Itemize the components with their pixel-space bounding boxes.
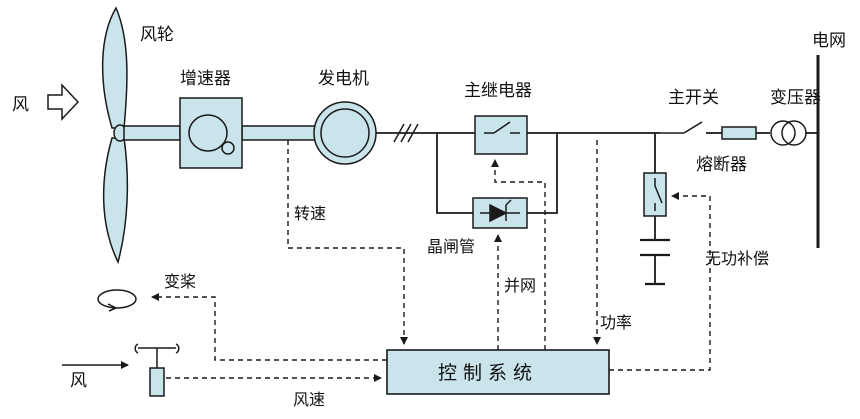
- compensation-switch: [643, 172, 667, 217]
- control-system-label: 控制系统: [438, 362, 538, 384]
- wind-rotor: [101, 6, 129, 265]
- main-relay: [474, 115, 528, 155]
- transformer: [770, 120, 807, 146]
- generator: [313, 101, 377, 165]
- speed-signal: [287, 140, 408, 345]
- power-line: [376, 132, 818, 284]
- compensation-capacitor: [640, 238, 670, 286]
- wind-rotor-label: 风轮: [140, 25, 174, 45]
- main-shaft: [123, 125, 181, 141]
- generator-label: 发电机: [318, 69, 369, 89]
- reactive-compensation-label: 无功补偿: [705, 249, 769, 268]
- transformer-label: 变压器: [770, 88, 821, 108]
- grid-label: 电网: [812, 31, 846, 51]
- signal-lines: [151, 140, 711, 382]
- grid-connect-to-relay: [491, 159, 546, 350]
- thyristor: [472, 197, 528, 229]
- fuse-label: 熔断器: [696, 155, 747, 175]
- pitch-signal: [151, 293, 387, 361]
- pitch-actuator-icon: [97, 289, 137, 312]
- control-system-box: [386, 349, 610, 395]
- thyristor-label: 晶闸管: [427, 237, 475, 256]
- wind-input-arrow: [47, 83, 80, 121]
- speed-label: 转速: [294, 204, 326, 223]
- high-speed-shaft: [241, 125, 317, 141]
- pitch-label: 变桨: [164, 272, 196, 291]
- power-label: 功率: [600, 313, 632, 332]
- rotor-blade-upper: [101, 6, 128, 129]
- gearbox-label: 增速器: [180, 69, 231, 89]
- wind-sensor-label: 风: [70, 371, 87, 391]
- main-switch: [660, 121, 703, 134]
- wind-speed-label: 风速: [293, 390, 325, 409]
- main-relay-label: 主继电器: [464, 81, 532, 101]
- rotor-blade-lower: [102, 137, 129, 265]
- gearbox: [179, 97, 243, 169]
- anemometer-icon: [134, 343, 180, 397]
- grid-connect-label: 并网: [504, 276, 536, 295]
- fuse: [721, 126, 757, 140]
- wind-input-label: 风: [12, 95, 29, 115]
- main-switch-label: 主开关: [668, 88, 719, 108]
